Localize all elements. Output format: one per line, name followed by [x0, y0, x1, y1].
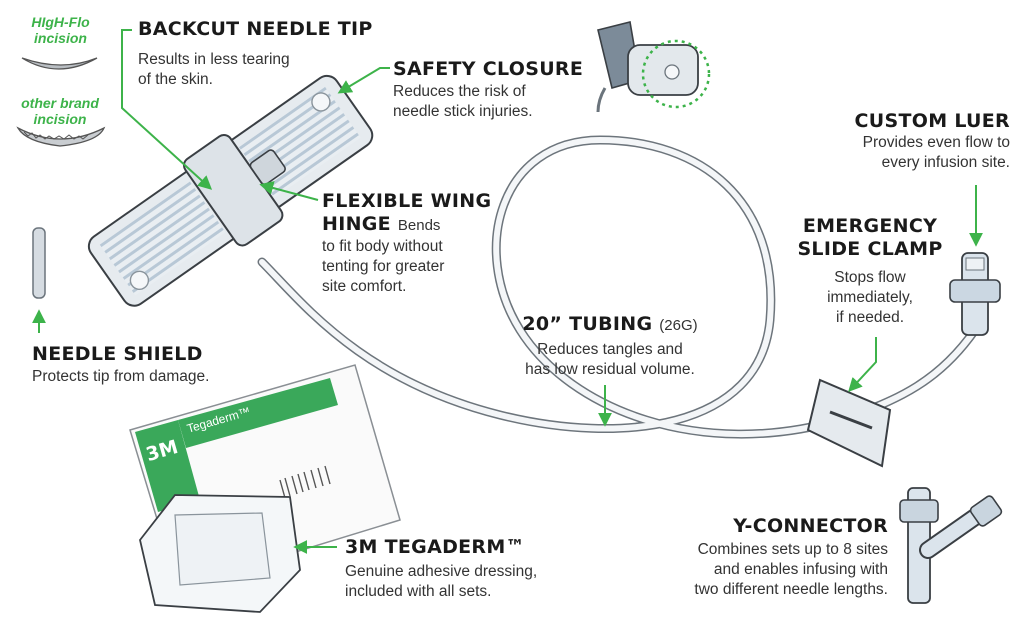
tubing-title: 20” TUBING (26G)	[522, 313, 698, 335]
clamp-leader	[848, 337, 877, 393]
safety-title: SAFETY CLOSURE	[393, 58, 584, 80]
luer-title: CUSTOM LUER	[854, 110, 1010, 132]
butterfly-needle-shape	[87, 74, 374, 307]
tegaderm-title: 3M TEGADERM™	[345, 536, 525, 558]
yconnector-title: Y-CONNECTOR	[733, 515, 888, 537]
needle-shield-shape	[32, 227, 46, 299]
shield-title: NEEDLE SHIELD	[32, 343, 203, 365]
backcut-leader	[121, 29, 213, 190]
y-connector-shape	[899, 487, 1003, 604]
tubing-shape	[257, 135, 980, 439]
slide-clamp-shape	[806, 378, 892, 468]
tubing-gauge: (26G)	[659, 317, 698, 334]
hinge-title: FLEXIBLE WING HINGE Bends	[322, 190, 492, 235]
backcut-title: BACKCUT NEEDLE TIP	[138, 18, 373, 40]
highflo-incision-shape	[21, 57, 98, 70]
hinge-leader	[259, 181, 319, 201]
hinge-desc-inline: Bends	[397, 217, 441, 234]
safety-closure-shape	[596, 21, 711, 113]
shield-desc: Protects tip from damage.	[32, 368, 210, 385]
tegaderm-package-shape	[129, 364, 401, 613]
custom-luer-shape	[949, 252, 1001, 336]
safety-leader	[337, 67, 390, 94]
tegaderm-desc: Genuine adhesive dressing,included with …	[345, 563, 538, 600]
